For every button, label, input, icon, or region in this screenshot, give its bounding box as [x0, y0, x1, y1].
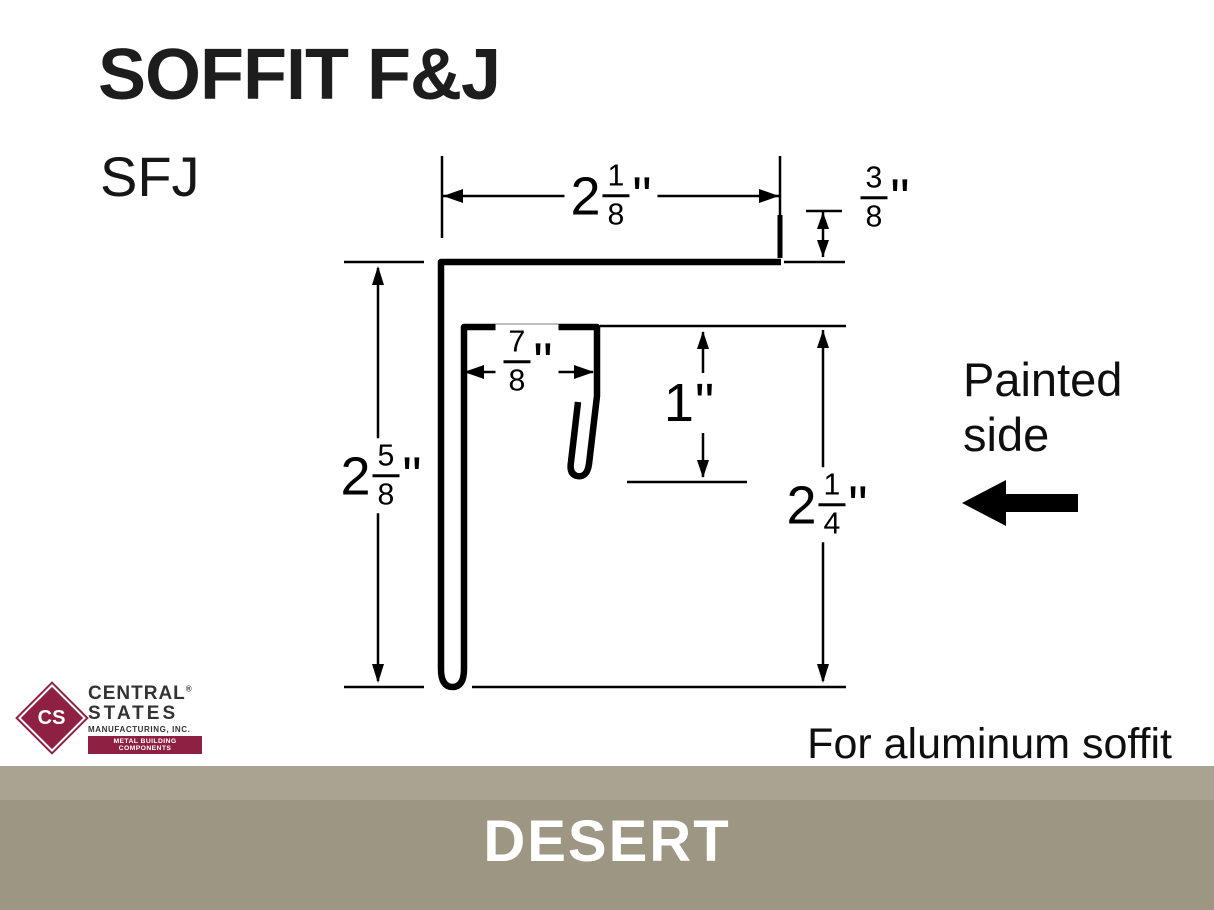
- dim-denominator: 8: [865, 200, 883, 234]
- dim-whole: 2: [570, 166, 601, 226]
- color-band: DESERT: [0, 800, 1214, 910]
- painted-side-line2: side: [963, 408, 1050, 462]
- arrow-depth-down: [697, 460, 709, 478]
- arrow-depth-up: [697, 331, 709, 349]
- dim-whole: 2: [340, 446, 371, 506]
- logo-text: CENTRAL® STATES MANUFACTURING, INC. META…: [88, 684, 202, 754]
- arrow-channel-left: [464, 365, 484, 379]
- dim-unit: ": [632, 166, 652, 226]
- dim-unit: ": [533, 332, 553, 392]
- dim-whole: 1: [663, 373, 694, 433]
- dim-numerator: 1: [818, 470, 846, 507]
- dim-numerator: 1: [602, 161, 630, 198]
- logo-subtitle: MANUFACTURING, INC.: [88, 724, 191, 734]
- arrow-hem-up: [817, 212, 829, 229]
- central-states-diamond-icon: CS: [20, 686, 84, 750]
- dim-unit: ": [848, 475, 868, 535]
- dim-unit: ": [890, 168, 910, 228]
- dim-numerator: 5: [372, 441, 400, 478]
- dim-denominator: 8: [607, 198, 625, 232]
- dim-numerator: 3: [860, 163, 888, 200]
- registered-mark: ®: [185, 684, 193, 694]
- arrow-right-down: [817, 664, 829, 683]
- arrow-hem-down: [817, 240, 829, 257]
- arrow-overall-up: [372, 266, 384, 285]
- product-code: SFJ: [100, 145, 200, 208]
- color-swatch-strip: [0, 766, 1214, 800]
- logo-name-line2: STATES: [88, 702, 179, 724]
- painted-side-label: Painted side: [963, 352, 1122, 463]
- dim-denominator: 8: [377, 478, 395, 512]
- logo-name-central: CENTRAL: [88, 683, 186, 704]
- dim-denominator: 4: [823, 507, 841, 541]
- arrow-top-left: [443, 189, 463, 203]
- logo-tagline: METAL BUILDING COMPONENTS: [88, 735, 202, 754]
- arrow-overall-down: [372, 664, 384, 683]
- color-name: DESERT: [483, 809, 731, 874]
- dimension-arrowheads: [372, 189, 829, 683]
- arrow-right-up: [817, 330, 829, 348]
- dim-unit: ": [402, 446, 422, 506]
- arrow-top-right: [759, 189, 779, 203]
- profile-outline: [437, 215, 783, 691]
- arrow-channel-right: [574, 365, 594, 379]
- logo-name-line1: CENTRAL®: [88, 684, 202, 704]
- logo-monogram: CS: [38, 706, 66, 729]
- dim-numerator: 7: [503, 327, 531, 364]
- painted-side-line1: Painted: [963, 353, 1123, 406]
- painted-side-arrow-icon: [962, 480, 1078, 526]
- dim-channel-depth: 1": [657, 373, 721, 433]
- dim-whole: 2: [786, 475, 817, 535]
- central-states-logo: CS CENTRAL® STATES MANUFACTURING, INC. M…: [20, 684, 202, 764]
- dim-denominator: 8: [508, 364, 526, 398]
- dim-unit: ": [694, 373, 715, 433]
- application-note: For aluminum soffit: [807, 720, 1172, 768]
- page-title: SOFFIT F&J: [98, 35, 501, 115]
